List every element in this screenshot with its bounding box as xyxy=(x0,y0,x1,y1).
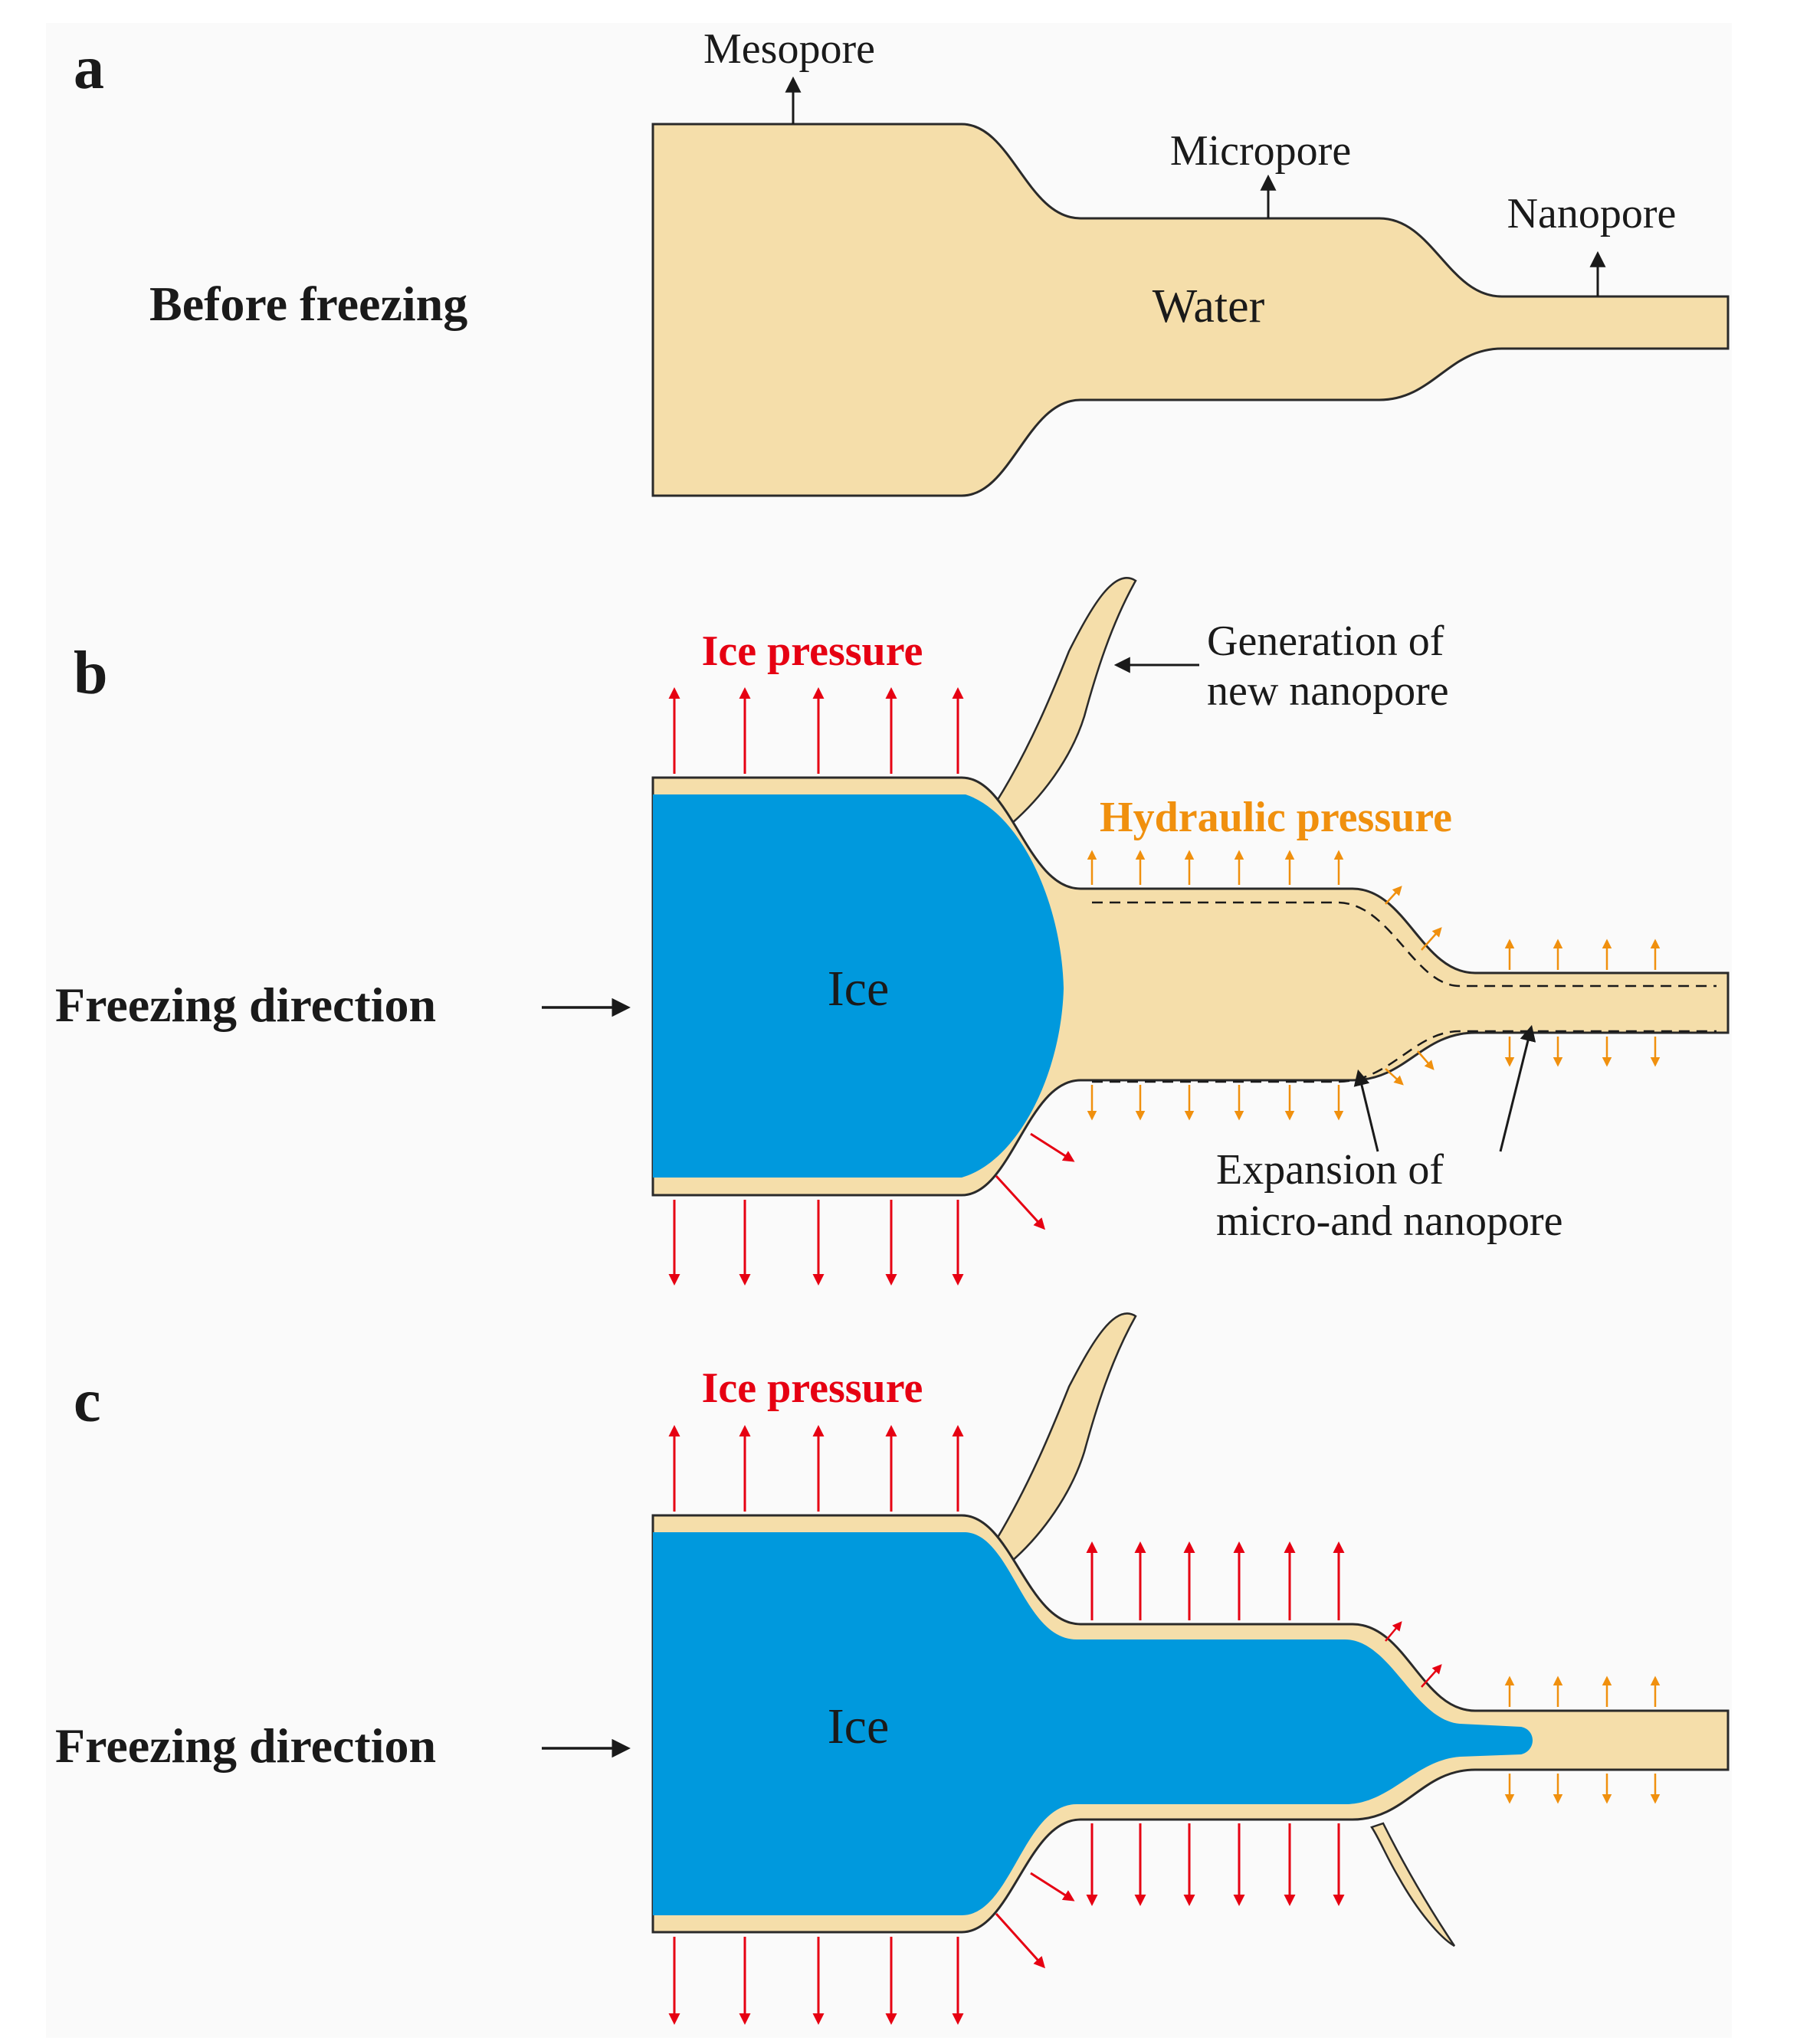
before-freezing-label: Before freezing xyxy=(149,277,467,331)
pressure-arrows-b xyxy=(668,687,1661,1286)
panel-a-letter: a xyxy=(74,34,104,102)
micropore-label: Micropore xyxy=(1170,127,1351,175)
expansion-dashed-lower xyxy=(1092,1030,1717,1083)
panel-b: b Ice pressure Hydraulic pressure Genera… xyxy=(55,577,1730,1286)
hydraulic-pressure-arrow-diagonal-icon xyxy=(1417,1050,1435,1070)
hydraulic-pressure-label: Hydraulic pressure xyxy=(1100,794,1452,841)
freezing-direction-label-c: Freezing direction xyxy=(55,1718,436,1773)
ice-pressure-arrow-diagonal-icon xyxy=(995,1912,1046,1969)
ice-pressure-arrow-diagonal-icon xyxy=(1030,1132,1075,1162)
panel-c: c Ice pressure Freezing direction Ice xyxy=(55,1312,1730,2025)
ice-label-c: Ice xyxy=(828,1698,890,1754)
ice-pressure-arrow-diagonal-icon xyxy=(1030,1872,1075,1902)
freezing-direction-label-b: Freezing direction xyxy=(55,978,436,1032)
ice-pressure-label-b: Ice pressure xyxy=(702,627,923,675)
hydraulic-pressure-arrow-diagonal-icon xyxy=(1421,927,1442,951)
new-nanopore-label-line1: Generation of xyxy=(1207,617,1444,665)
panel-a: a Before freezing Mesopore Micropore Nan… xyxy=(74,25,1730,497)
new-nanopore-crack-lower-c xyxy=(1370,1822,1456,1947)
water-label: Water xyxy=(1153,280,1265,332)
panel-b-letter: b xyxy=(74,640,108,707)
pressure-arrows-c xyxy=(668,1425,1661,2025)
ice-pressure-arrow-diagonal-icon xyxy=(1421,1664,1442,1688)
ice-pressure-label-c: Ice pressure xyxy=(702,1364,923,1412)
ice-pressure-arrow-diagonal-icon xyxy=(995,1174,1046,1230)
panel-c-letter: c xyxy=(74,1368,101,1435)
ice-label-b: Ice xyxy=(828,961,890,1017)
ice-pressure-arrow-diagonal-icon xyxy=(1385,1621,1402,1642)
expansion-pointer-micro-arrow-icon xyxy=(1353,1069,1379,1152)
hydraulic-pressure-arrow-diagonal-icon xyxy=(1385,1068,1404,1086)
nanopore-label: Nanopore xyxy=(1507,190,1677,237)
new-nanopore-crack-upper-c xyxy=(995,1312,1137,1563)
expansion-pointer-nano-arrow-icon xyxy=(1499,1024,1536,1152)
expansion-label-line1: Expansion of xyxy=(1216,1146,1444,1194)
ice-body-b xyxy=(653,794,1064,1178)
hydraulic-pressure-arrow-diagonal-icon xyxy=(1385,886,1402,905)
new-nanopore-label-line2: new nanopore xyxy=(1207,667,1449,715)
pore-shape-water xyxy=(651,123,1730,497)
ice-body-c xyxy=(653,1532,1533,1915)
expansion-dashed-upper xyxy=(1092,901,1717,988)
expansion-label-line2: micro-and nanopore xyxy=(1216,1197,1562,1245)
new-nanopore-crack xyxy=(995,577,1137,825)
mesopore-label: Mesopore xyxy=(703,25,875,73)
